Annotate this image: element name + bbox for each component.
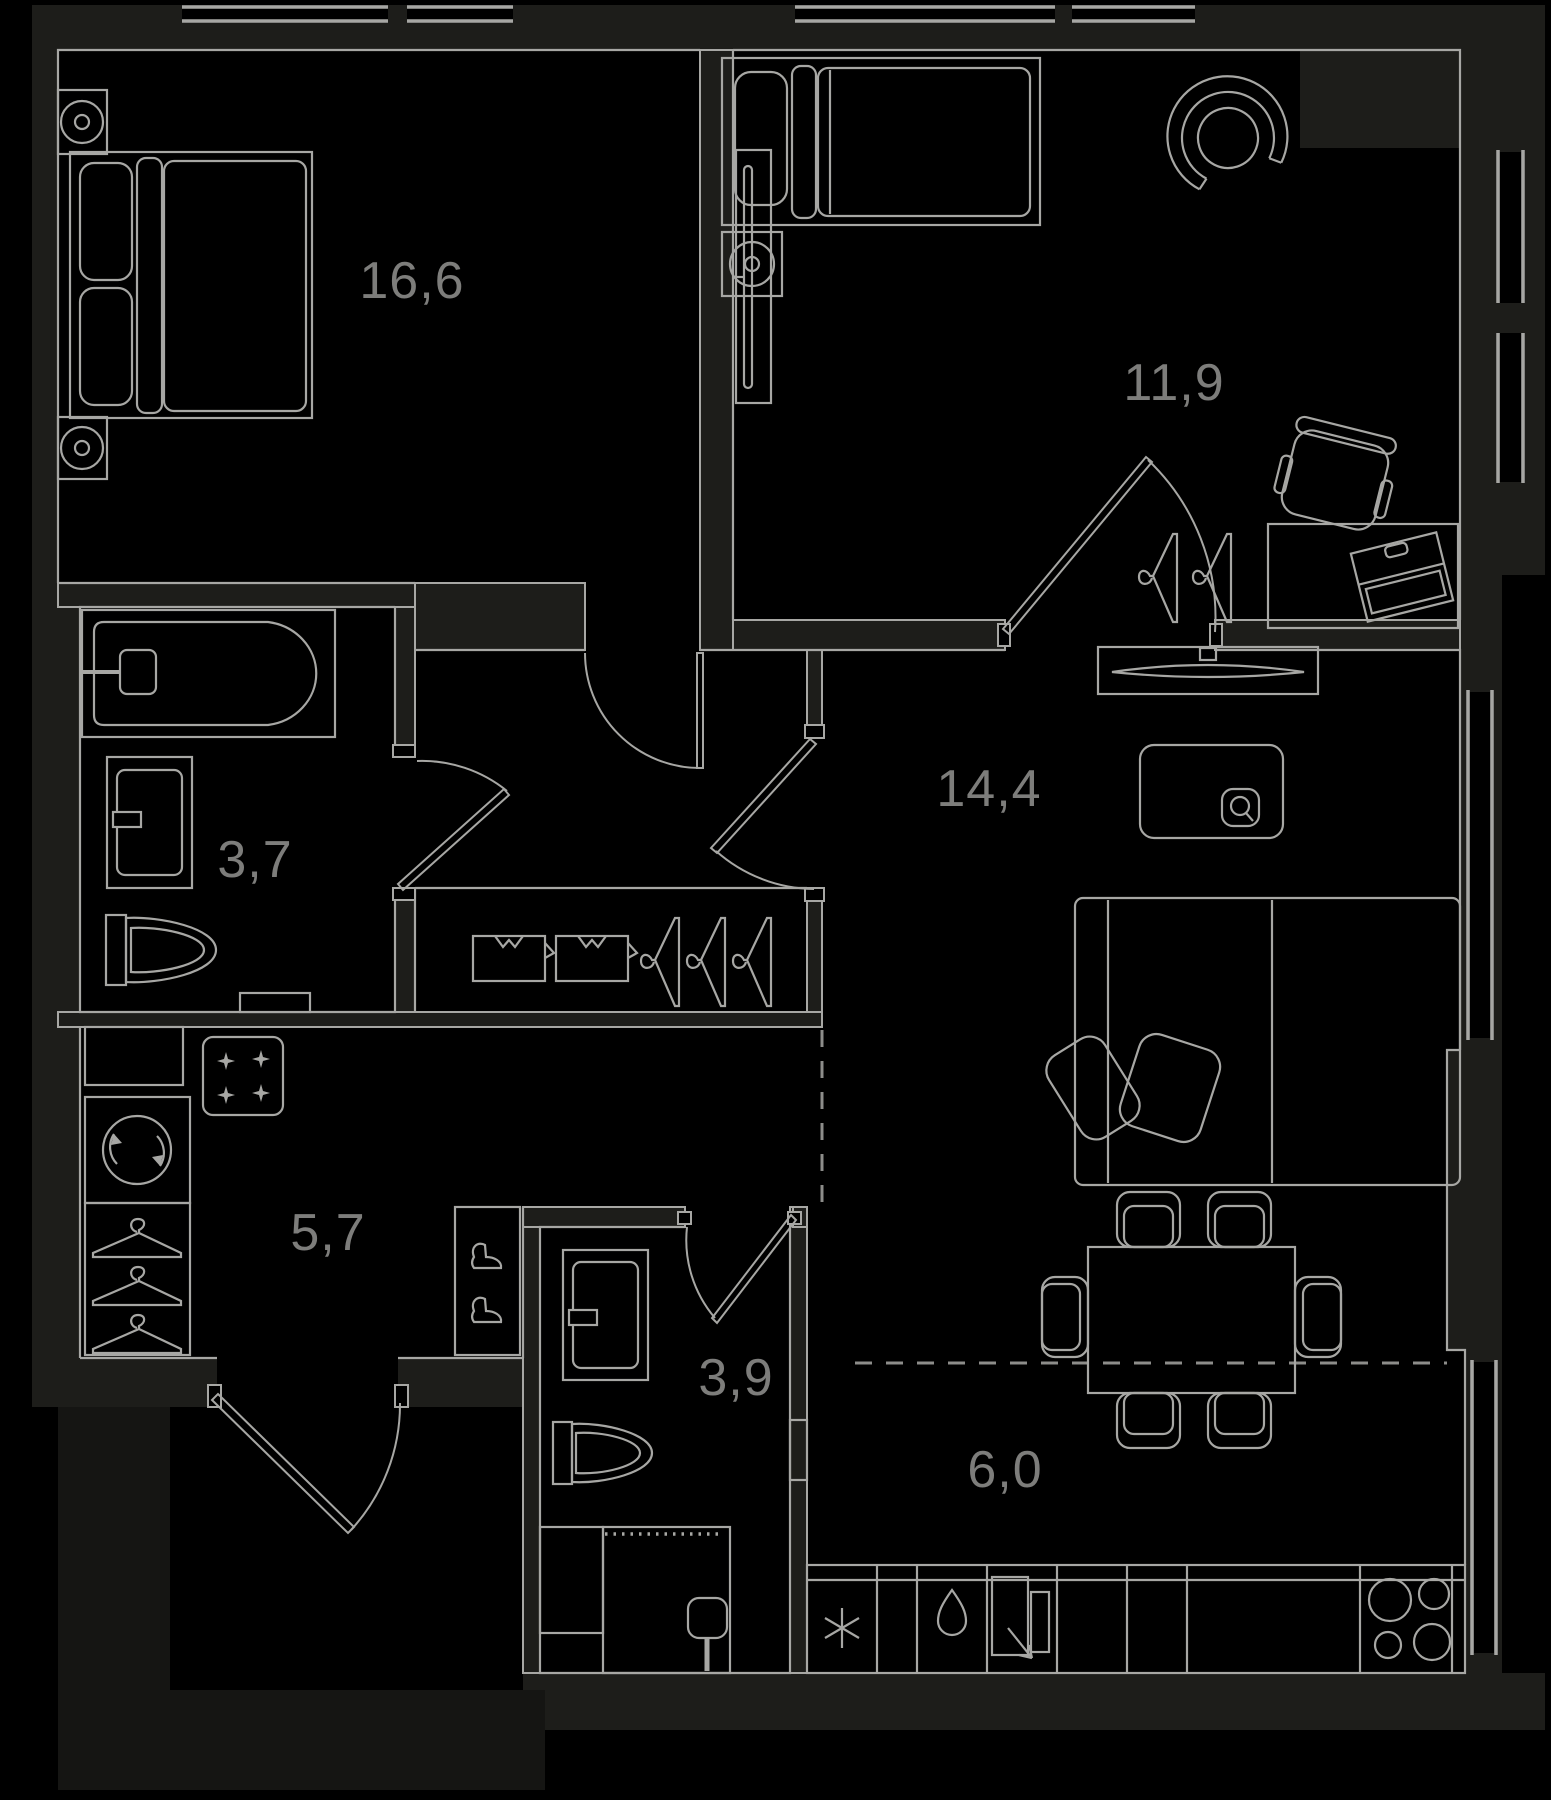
exterior-building-masses [58,1407,545,1790]
doors [207,455,1223,1535]
toilet-bathroom [104,913,218,987]
desk [1266,522,1460,630]
washbasin-cabinet-shower-room [561,1248,650,1382]
window-mullion [1490,303,1533,333]
sink-drop-icon [936,1588,968,1637]
window-top-bedroom-second-1 [795,5,1055,23]
corridor-lines [415,648,1467,1565]
windows [182,5,1533,1655]
single-bed [720,56,1042,227]
window-right-bedroom-second [1490,150,1533,483]
furniture-layer [56,56,1467,1675]
shower-tray [538,1525,732,1675]
radiator-niche [788,1418,809,1482]
kitchen-corridor-outline [78,1027,525,1360]
room-outlines [56,48,1467,1675]
bedroom-second-outline [731,48,1462,620]
vent-niche [238,991,312,1014]
door-hall [709,724,825,902]
window-right-kitchen [1470,1360,1498,1655]
tv-console [1096,645,1320,696]
washbasin-cabinet-bathroom [105,755,194,890]
window-top-bedroom-main-1 [182,5,388,23]
nightstand-bottom [56,415,109,481]
laptop [1349,531,1455,623]
sofa [1045,896,1462,1187]
label-shower-room: 3,9 [698,1349,773,1407]
door-entrance [207,1384,409,1535]
coffee-table [1138,743,1285,840]
toilet-shower-room [551,1420,654,1486]
sofa-pillow [1045,1035,1141,1141]
label-bedroom-second: 11,9 [1123,354,1224,412]
label-bedroom-main: 16,6 [359,252,464,310]
zone-dashed-lines [820,1030,1447,1365]
freezer-star-icon [824,1608,860,1648]
shoe-cabinet [453,1205,522,1357]
window-right-living [1466,690,1494,1040]
label-kitchen-dining: 6,0 [967,1441,1042,1499]
washing-machine [83,1095,192,1205]
door-bathroom [392,744,511,901]
round-armchair [1166,75,1289,191]
window-top-bedroom-second-2 [1072,5,1195,23]
dishwasher-icon [990,1575,1051,1660]
bathtub [80,608,337,739]
bedroom-main-outline [56,48,700,585]
shower-room-outline [538,1225,792,1675]
sofa-pillow [1118,1032,1222,1144]
nightstand-bedroom-second [720,230,784,298]
door-shower-room [677,1211,802,1325]
kitchen-counter-top [83,1025,185,1087]
desk-chair [1273,415,1397,531]
gas-stove [201,1035,285,1117]
label-kitchen-corridor: 5,7 [290,1204,365,1262]
label-hallway-living: 14,4 [936,760,1041,818]
closet-outline [413,886,807,1012]
label-bathroom: 3,7 [217,831,292,889]
window-top-bedroom-main-2 [407,5,513,23]
wardrobe-hangers [83,1201,192,1357]
nightstand-top [56,88,109,156]
double-bed [68,150,314,420]
door-bedroom-main [584,652,704,769]
dining-chairs [1040,1190,1343,1450]
door-bedroom-second [997,455,1223,647]
hob-rings-icon [1367,1577,1452,1662]
bathroom-outline [78,605,397,1014]
kitchen-counter-row [805,1563,1467,1675]
room-labels: 16,6 11,9 3,7 14,4 5,7 3,9 6,0 [217,252,1224,1499]
